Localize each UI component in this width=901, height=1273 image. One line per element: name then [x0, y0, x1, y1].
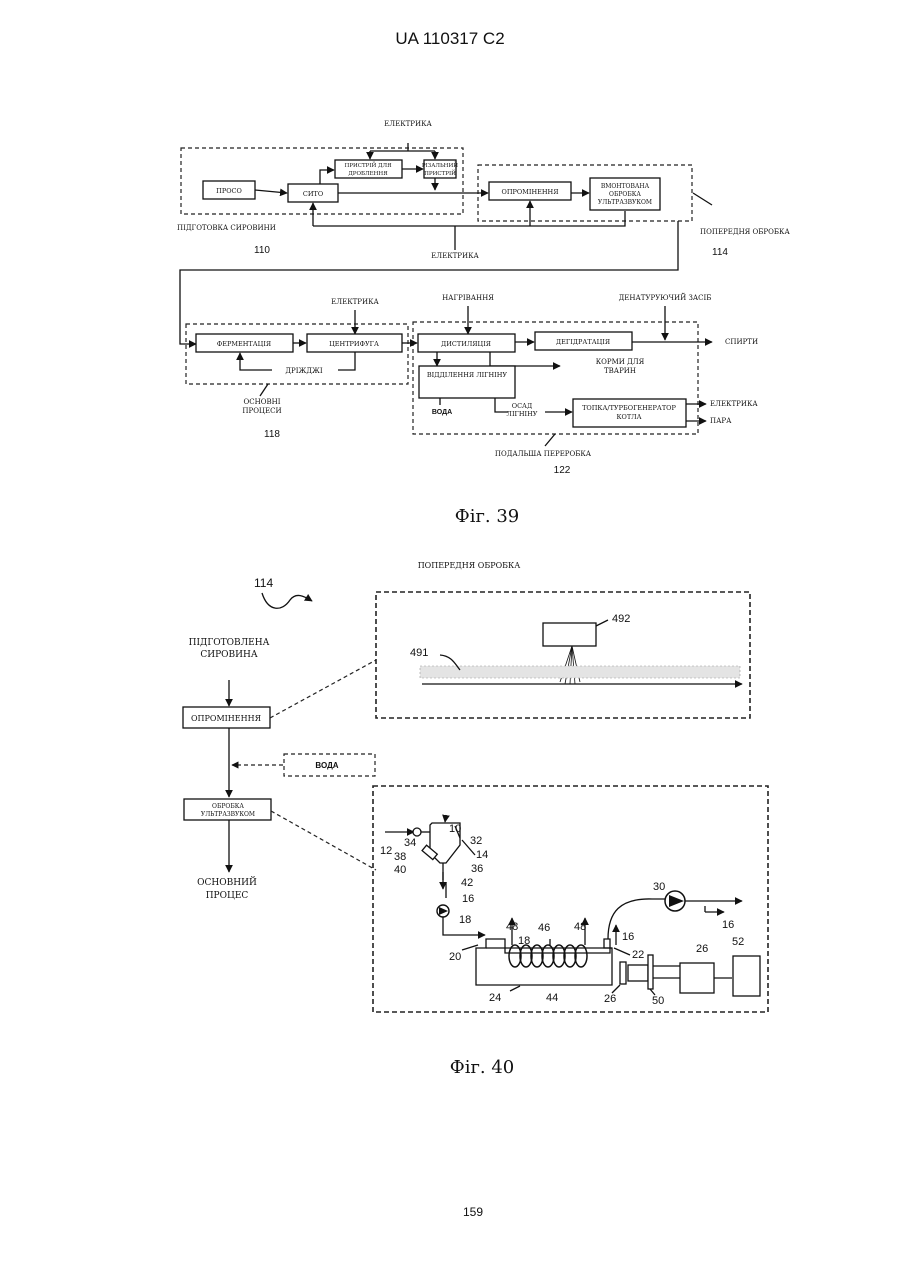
- ref-22: 22: [632, 949, 644, 961]
- main-process-label-1: ОСНОВНІ: [244, 398, 281, 406]
- main-process-label-2: ПРОЦЕСИ: [242, 407, 281, 415]
- main-process-number: 118: [264, 429, 280, 440]
- prepared-feedstock-label-1: ПІДГОТОВЛЕНА: [189, 638, 270, 648]
- irradiation-detail: [376, 592, 750, 718]
- ref-36: 36: [471, 863, 483, 875]
- ref-50: 50: [652, 995, 664, 1007]
- further-processing-label: ПОДАЛЬША ПЕРЕРОБКА: [495, 450, 592, 458]
- lignin-sediment-label-1: ОСАД: [512, 402, 533, 410]
- fermentation-label: ФЕРМЕНТАЦІЯ: [217, 340, 271, 348]
- furnace-label-1: ТОПКА/ТУРБОГЕНЕРАТОР: [582, 404, 676, 412]
- crusher-label-2: ДРОБЛЕННЯ: [348, 171, 388, 177]
- ref-40: 40: [394, 864, 406, 876]
- ref-46: 46: [538, 922, 550, 934]
- figure-40: ПОПЕРЕДНЯ ОБРОБКА 114 ПІДГОТОВЛЕНА СИРОВ…: [183, 561, 768, 1078]
- ref-492: 492: [612, 613, 630, 625]
- page-number: 159: [463, 1205, 483, 1219]
- raw-prep-label: ПІДГОТОВКА СИРОВИНИ: [177, 224, 276, 232]
- ref-14: 14: [476, 849, 488, 861]
- power-supply-box: [733, 956, 760, 996]
- main-process-label-40-1: ОСНОВНИЙ: [197, 876, 257, 888]
- feed-label-2: ТВАРИН: [604, 367, 636, 375]
- ultrasound-label-2: ОБРОБКА: [609, 191, 641, 198]
- further-processing-number: 122: [554, 465, 571, 476]
- distillation-label: ДИСТИЛЯЦІЯ: [441, 340, 491, 348]
- pretreatment-number: 114: [712, 247, 728, 258]
- main-process-label-40-2: ПРОЦЕС: [206, 891, 249, 901]
- fig40-title: ПОПЕРЕДНЯ ОБРОБКА: [418, 561, 521, 570]
- fig40-caption: Фіг. 40: [450, 1057, 514, 1078]
- irradiation-source-box: [543, 623, 596, 646]
- main-process-group: [186, 324, 408, 384]
- feed-label-1: КОРМИ ДЛЯ: [596, 358, 645, 366]
- yeast-label: ДРІЖДЖІ: [285, 367, 323, 375]
- electricity-2-label: ЕЛЕКТРИКА: [331, 298, 379, 306]
- ref-18-a: 18: [459, 914, 471, 926]
- dehydration-label: ДЕГІДРАТАЦІЯ: [556, 338, 610, 346]
- pretreatment-label: ПОПЕРЕДНЯ ОБРОБКА: [700, 228, 790, 236]
- fig40-ref-number: 114: [254, 576, 273, 590]
- furnace-label-2: КОТЛА: [616, 413, 641, 421]
- lignin-sediment-label-2: ЛІГНІНУ: [507, 410, 538, 418]
- ref-16-a: 16: [462, 893, 474, 905]
- ref-18-b: 18: [518, 935, 530, 947]
- heating-label: НАГРІВАННЯ: [442, 294, 494, 302]
- ref-38: 38: [394, 851, 406, 863]
- ref-20: 20: [449, 951, 461, 963]
- irradiation-label: ОПРОМІНЕННЯ: [502, 188, 559, 196]
- ultrasound-label-40-2: УЛЬТРАЗВУКОМ: [201, 811, 255, 818]
- alcohols-label: СПИРТИ: [725, 338, 758, 346]
- prepared-feedstock-label-2: СИРОВИНА: [200, 650, 257, 660]
- water-label-40: ВОДА: [315, 761, 338, 770]
- ref-12: 12: [380, 845, 392, 857]
- conveyor-material: [420, 666, 740, 678]
- cutter-label-1: РІЗАЛЬНИЙ: [422, 161, 458, 169]
- crusher-label-1: ПРИСТРІЙ ДЛЯ: [344, 161, 392, 169]
- lignin-separation-label: ВІДДІЛЕННЯ ЛІГНІНУ: [427, 371, 508, 379]
- proso-label: ПРОСО: [216, 187, 242, 195]
- ultrasound-label-3: УЛЬТРАЗВУКОМ: [598, 199, 652, 206]
- cutter-label-2: ПРИСТРІЙ: [424, 169, 456, 177]
- ref-491: 491: [410, 647, 428, 659]
- output-electricity-label: ЕЛЕКТРИКА: [710, 400, 758, 408]
- ref-16-b: 16: [622, 931, 634, 943]
- ref-26-b: 26: [604, 993, 616, 1005]
- ref-10: 10: [449, 823, 461, 835]
- mid-electricity-label: ЕЛЕКТРИКА: [431, 252, 479, 260]
- ref-24: 24: [489, 992, 501, 1004]
- sieve-label: СИТО: [303, 190, 323, 198]
- patent-number: UA 110317 C2: [395, 29, 504, 48]
- generator-box: [680, 963, 714, 993]
- ref-42: 42: [461, 877, 473, 889]
- ref-48-a: 48: [506, 921, 518, 933]
- ref-34: 34: [404, 837, 416, 849]
- figure-39: ЕЛЕКТРИКА ПРОСО СИТО ПРИСТРІЙ ДЛЯ ДРОБЛЕ…: [177, 120, 790, 527]
- ultrasound-label-1: ВМОНТОВАНА: [601, 183, 650, 190]
- top-electricity-label: ЕЛЕКТРИКА: [384, 120, 432, 128]
- ref-32: 32: [470, 835, 482, 847]
- steam-label: ПАРА: [710, 417, 732, 425]
- centrifuge-label: ЦЕНТРИФУГА: [329, 340, 379, 348]
- irradiation-label-40: ОПРОМІНЕННЯ: [191, 714, 262, 723]
- ref-26-a: 26: [696, 943, 708, 955]
- denaturant-label: ДЕНАТУРУЮЧИЙ ЗАСІБ: [619, 293, 712, 302]
- fig39-caption: Фіг. 39: [455, 506, 519, 527]
- ref-44: 44: [546, 992, 558, 1004]
- raw-prep-number: 110: [254, 245, 270, 256]
- ref-48-b: 48: [574, 921, 586, 933]
- ref-16-c: 16: [722, 919, 734, 931]
- ref-30: 30: [653, 881, 665, 893]
- ultrasound-label-40-1: ОБРОБКА: [212, 803, 244, 810]
- water-label: ВОДА: [432, 409, 452, 416]
- ref-52: 52: [732, 936, 744, 948]
